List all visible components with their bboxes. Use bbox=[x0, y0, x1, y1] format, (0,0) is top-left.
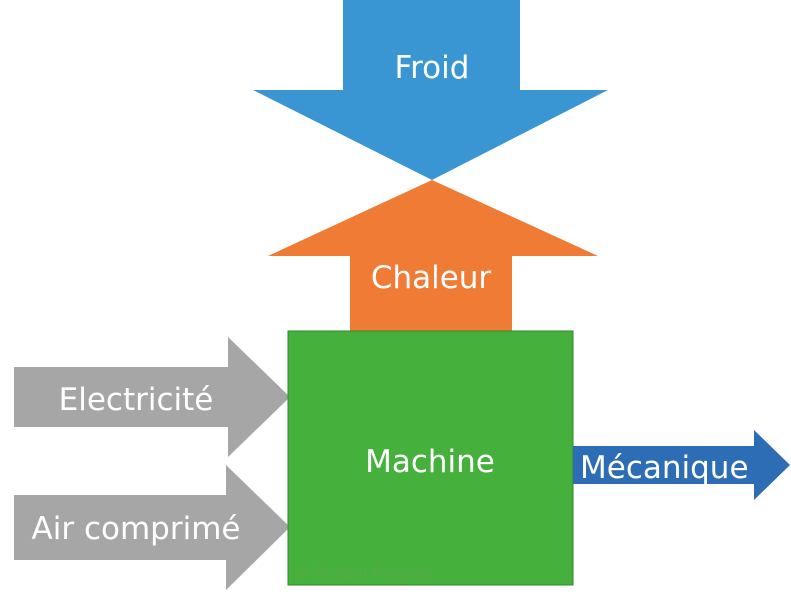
electricity-arrow: Electricité bbox=[14, 337, 290, 457]
heat-arrow-shape bbox=[268, 180, 598, 335]
mechanical-label: Mécanique bbox=[580, 450, 749, 486]
heat-label: Chaleur bbox=[371, 260, 492, 296]
machine-box: Machine © Richard Peugnier bbox=[287, 330, 574, 586]
cold-label: Froid bbox=[395, 50, 470, 86]
machine-label: Machine bbox=[365, 444, 495, 480]
mechanical-arrow-shape bbox=[573, 430, 790, 500]
cold-arrow: Froid bbox=[253, 0, 608, 180]
cold-arrow-shape bbox=[253, 0, 608, 180]
electricity-label: Electricité bbox=[59, 382, 214, 418]
compressed-air-label: Air comprimé bbox=[32, 511, 241, 547]
electricity-arrow-shape bbox=[14, 337, 290, 457]
machine-box-shape bbox=[287, 330, 574, 586]
copyright-watermark: © Richard Peugnier bbox=[296, 566, 434, 582]
mechanical-arrow: Mécanique bbox=[573, 430, 790, 500]
compressed-air-arrow-shape bbox=[14, 465, 290, 590]
compressed-air-arrow: Air comprimé bbox=[14, 465, 290, 590]
heat-arrow: Chaleur bbox=[268, 180, 598, 335]
